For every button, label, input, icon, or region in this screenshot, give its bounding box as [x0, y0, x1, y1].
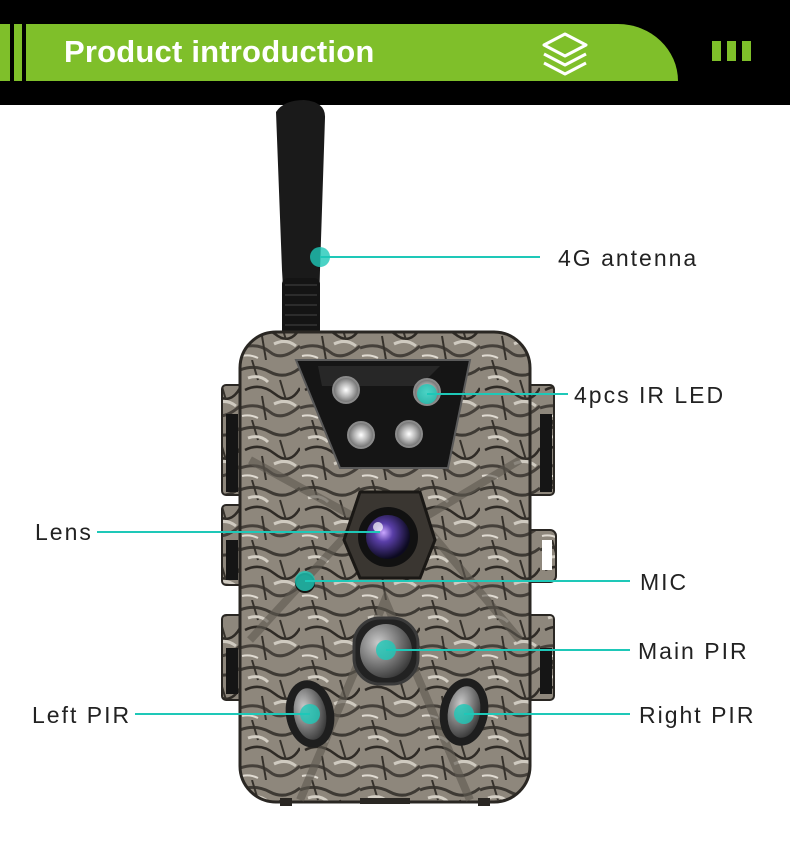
- callout-marker-mic: [295, 571, 315, 591]
- callout-label-lens: Lens: [35, 519, 93, 545]
- callout-marker-right-pir: [454, 704, 474, 724]
- decorative-bars: [712, 41, 757, 66]
- header-bar: Product introduction: [0, 0, 790, 105]
- page-title: Product introduction: [64, 34, 375, 69]
- callout-label-mic: MIC: [640, 569, 689, 595]
- callout-marker-main-pir: [376, 640, 396, 660]
- accent-stripe: [14, 24, 22, 81]
- callout-marker-ir-led: [417, 384, 437, 404]
- callout-marker-antenna: [310, 247, 330, 267]
- callout-label-right-pir: Right PIR: [639, 702, 756, 728]
- layers-icon: [542, 32, 588, 76]
- callout-label-left-pir: Left PIR: [32, 702, 132, 728]
- callout-label-main-pir: Main PIR: [638, 638, 749, 664]
- title-banner: Product introduction: [26, 24, 678, 81]
- callout-label-antenna: 4G antenna: [558, 245, 699, 271]
- callout-label-ir-led: 4pcs IR LED: [574, 382, 726, 408]
- strap-slots: [226, 414, 552, 694]
- accent-stripe: [0, 24, 10, 81]
- antenna: [276, 100, 326, 340]
- callout-marker-left-pir: [300, 704, 320, 724]
